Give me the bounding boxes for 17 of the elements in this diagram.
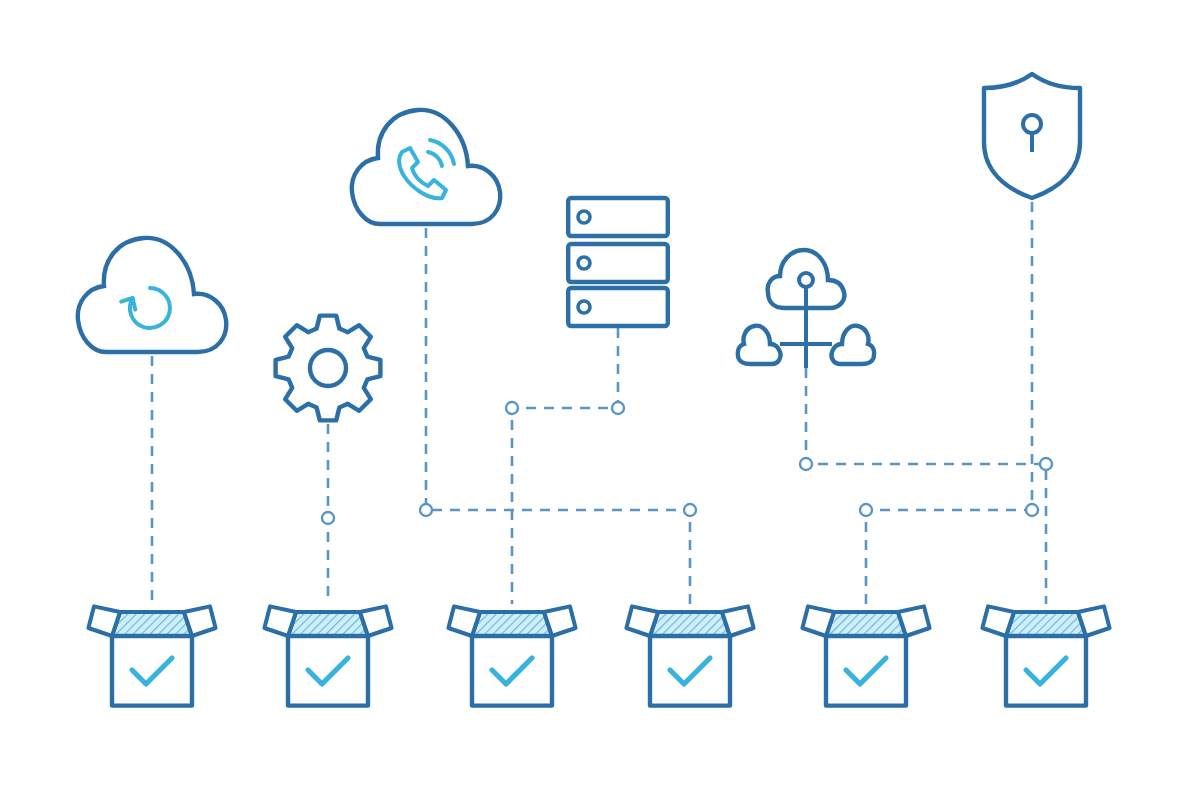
open-box-check-icon — [980, 604, 1112, 708]
server-rack-icon — [566, 196, 670, 328]
shield-keyhole-icon — [980, 70, 1084, 202]
dashed-connector — [424, 228, 692, 604]
open-box-check-icon — [86, 604, 218, 708]
dashed-connector — [510, 328, 620, 604]
open-box-check-icon — [800, 604, 932, 708]
open-box-check-icon — [624, 604, 756, 708]
dashed-connector — [864, 202, 1034, 604]
open-box-check-icon — [446, 604, 578, 708]
gear-icon — [272, 312, 384, 424]
cloud-sync-icon — [74, 232, 230, 356]
dashed-connector — [804, 368, 1048, 604]
open-box-check-icon — [262, 604, 394, 708]
cloud-network-icon — [736, 242, 876, 368]
dashed-connector — [150, 356, 154, 604]
cloud-phone-icon — [348, 104, 504, 228]
